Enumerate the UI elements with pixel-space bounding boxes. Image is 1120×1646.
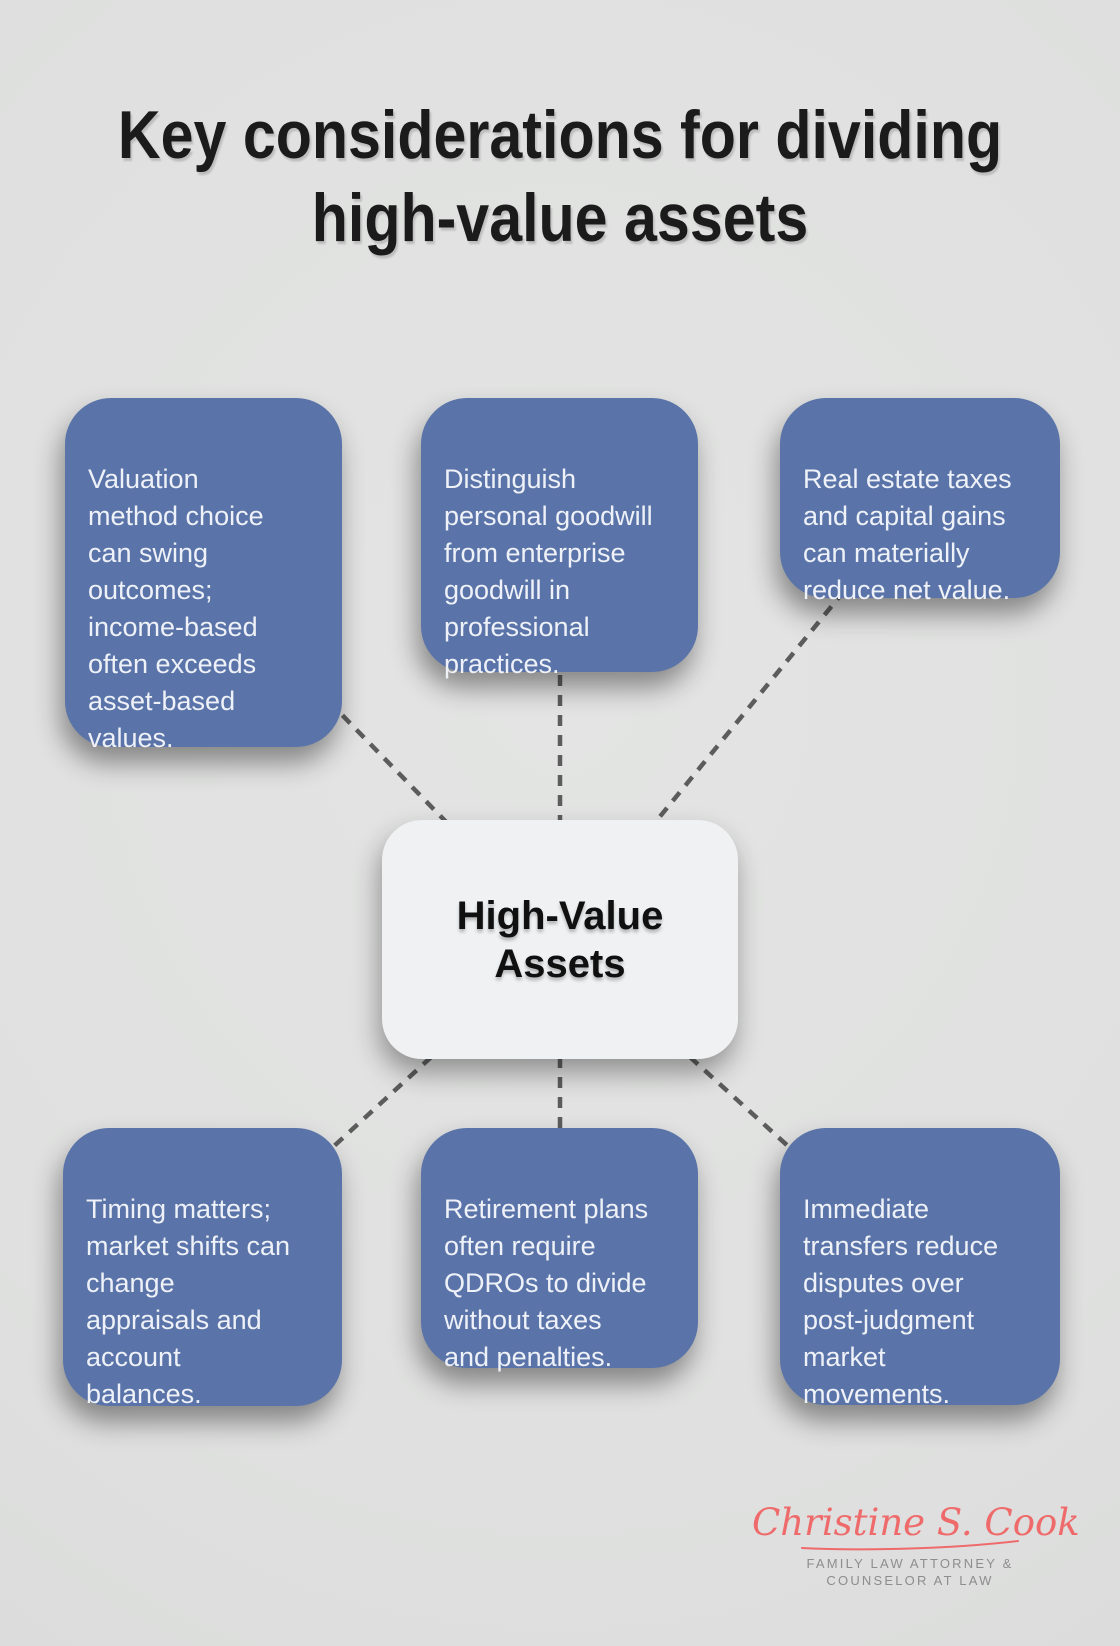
node-goodwill: Distinguish personal goodwill from enter… — [421, 398, 698, 679]
central-node-label: High-Value Assets — [456, 893, 664, 986]
node-timing: Timing matters; market shifts can change… — [63, 1128, 342, 1409]
signature-flourish — [801, 1539, 1019, 1550]
connector-top-right — [558, 496, 922, 941]
node-real-estate-taxes: Real estate taxes and capital gains can … — [780, 398, 1060, 605]
node-retirement-qdro-text: Retirement plans often require QDROs to … — [444, 1194, 649, 1372]
node-valuation-method-text: Valuation method choice can swing outcom… — [88, 464, 264, 753]
central-node-high-value-assets: High-Value Assets — [382, 820, 738, 1059]
brand-tagline: FAMILY LAW ATTORNEY & COUNSELOR AT LAW — [806, 1555, 1014, 1588]
brand-block: Christine S. Cook FAMILY LAW ATTORNEY & … — [752, 1501, 1080, 1589]
node-immediate-transfers: Immediate transfers reduce disputes over… — [780, 1128, 1060, 1409]
node-real-estate-taxes-text: Real estate taxes and capital gains can … — [803, 464, 1012, 605]
page-title: Key considerations for dividing high-val… — [117, 97, 1003, 256]
node-timing-text: Timing matters; market shifts can change… — [86, 1194, 291, 1409]
node-retirement-qdro: Retirement plans often require QDROs to … — [421, 1128, 698, 1372]
node-valuation-method: Valuation method choice can swing outcom… — [65, 398, 342, 753]
node-immediate-transfers-text: Immediate transfers reduce disputes over… — [803, 1194, 999, 1409]
signature-christine-s-cook: Christine S. Cook — [752, 1501, 1080, 1544]
node-goodwill-text: Distinguish personal goodwill from enter… — [444, 464, 653, 679]
